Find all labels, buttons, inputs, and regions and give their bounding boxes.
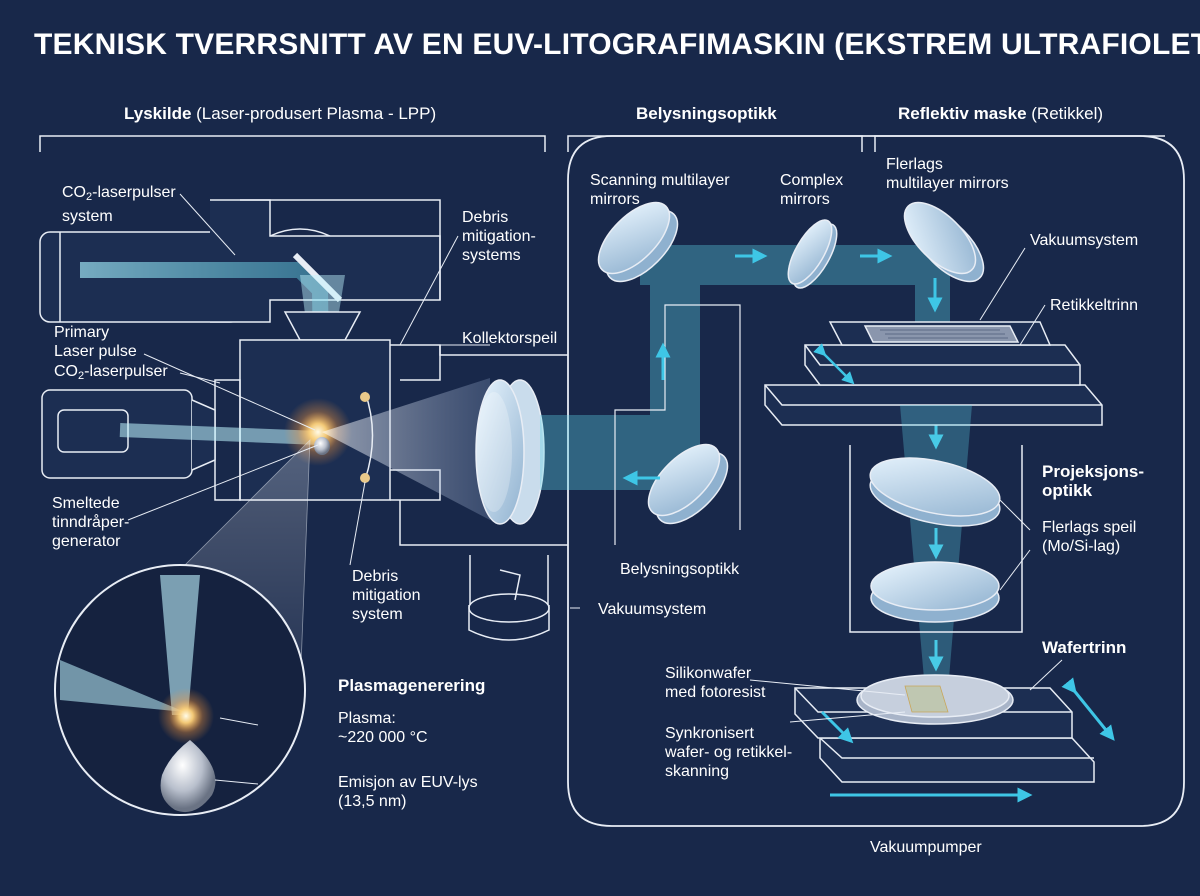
co2-pulser-text-b: -laserpulser <box>84 363 168 380</box>
projection-mirror-lower <box>870 561 1000 623</box>
label-emission: Emisjon av EUV-lys (13,5 nm) <box>338 773 478 811</box>
fold-mirror <box>292 252 343 303</box>
sync-line1: Synkronisert <box>665 725 754 742</box>
speil-line2: (Mo/Si-lag) <box>1042 538 1121 555</box>
scan-mirrors-line1: Scanning multilayer <box>590 172 730 189</box>
collector-mirror <box>475 379 545 525</box>
label-plasma-title: Plasmagenerering <box>338 676 486 695</box>
debris-bottom-line3: system <box>352 606 403 623</box>
silicon-line2: med fotoresist <box>665 684 766 701</box>
scan-mirror-bottom <box>647 443 729 525</box>
tin-line1: Smeltede <box>52 495 120 512</box>
plasma-line1: Plasma: <box>338 710 396 727</box>
label-primary: Primary Laser pulse <box>54 323 137 361</box>
page-title: TEKNISK TVERRSNITT AV EN EUV-LITOGRAFIMA… <box>34 28 1200 61</box>
label-sync-scan: Synkronisert wafer- og retikkel- skannin… <box>665 724 792 781</box>
co2-system-text-a: CO <box>62 184 86 201</box>
sync-line3: skanning <box>665 763 730 780</box>
source-pipes <box>399 345 568 641</box>
multilayer-mirror-top <box>903 201 985 283</box>
co2-pulser-housing <box>41 389 216 479</box>
multilayer-line2: multilayer mirrors <box>886 175 1009 192</box>
label-vacuum-top: Vakuumsystem <box>1030 232 1139 249</box>
optics-enclosure <box>567 135 1185 827</box>
euv-cone <box>322 378 490 520</box>
wafer-scan-arrows <box>820 677 1115 803</box>
section-header-light-source: Lyskilde (Laser-produsert Plasma - LPP) <box>124 104 436 124</box>
leader-lines-left <box>127 193 490 785</box>
tin-line2: tinndråper- <box>52 514 130 531</box>
co2-system-text-c: system <box>62 208 113 225</box>
label-co2-system: CO2-laserpulser system <box>62 183 176 226</box>
complex-line2: mirrors <box>780 191 830 208</box>
sync-line2: wafer- og retikkel- <box>665 744 793 761</box>
section-header-illumination: Belysningsoptikk <box>636 104 777 124</box>
scan-mirror-top <box>597 201 679 283</box>
label-co2-pulser: CO2-laserpulser <box>54 362 168 386</box>
label-illumination-bottom: Belysningsoptikk <box>620 561 740 578</box>
beam-arrows <box>622 248 944 672</box>
section-header-illumination-bold: Belysningsoptikk <box>636 104 777 123</box>
primary-line2: Laser pulse <box>54 343 137 360</box>
label-tin-generator: Smeltede tinndråper- generator <box>52 494 129 551</box>
section-header-light-source-rest: (Laser-produsert Plasma - LPP) <box>196 104 437 123</box>
leader-lines-right <box>570 247 1063 723</box>
debris-unit-top <box>360 392 370 402</box>
co2-system-text-b: -laserpulser <box>92 184 176 201</box>
label-reticle-stage: Retikkeltrinn <box>1050 297 1139 314</box>
section-header-light-source-bold: Lyskilde <box>124 104 192 123</box>
reticle-stage <box>764 321 1103 426</box>
label-debris-top: Debris mitigation- systems <box>462 208 536 265</box>
debris-top-line3: systems <box>462 247 521 264</box>
emission-line2: (13,5 nm) <box>338 793 407 810</box>
tin-droplet <box>314 437 330 455</box>
debris-unit-bottom <box>360 473 370 483</box>
debris-bottom-line1: Debris <box>352 568 399 585</box>
label-silicon-wafer: Silikonwafer med fotoresist <box>665 664 765 702</box>
debris-top-line2: mitigation- <box>462 228 536 245</box>
projection-frame <box>849 445 1023 633</box>
label-multilayer-mirrors: Flerlags multilayer mirrors <box>886 155 1009 193</box>
label-debris-bottom: Debris mitigation system <box>352 567 420 624</box>
illumination-beams <box>540 245 950 490</box>
scan-mirrors-line2: mirrors <box>590 191 640 208</box>
complex-mirror <box>787 219 838 289</box>
debris-bottom-line2: mitigation <box>352 587 421 604</box>
plasma-line2: ~220 000 °C <box>338 729 428 746</box>
primary-line1: Primary <box>54 324 110 341</box>
projection-line2: optikk <box>1042 481 1093 500</box>
projection-beam <box>900 405 972 690</box>
section-header-mask: Reflektiv maske (Retikkel) <box>898 104 1103 124</box>
label-projection-optics: Projeksjons- optikk <box>1042 462 1144 500</box>
label-vacuum-bottom: Vakuumsystem <box>598 601 707 618</box>
plasma-zoom <box>54 438 311 816</box>
label-scan-mirrors: Scanning multilayer mirrors <box>590 171 730 209</box>
section-header-mask-bold: Reflektiv maske <box>898 104 1027 123</box>
wafer-stage <box>794 674 1095 783</box>
projection-mirror-upper <box>869 457 1001 527</box>
co2-system-subscript: 2 <box>86 191 93 203</box>
reticle-scan-arrows <box>813 343 855 385</box>
silicon-line1: Silikonwafer <box>665 665 752 682</box>
speil-line1: Flerlags speil <box>1042 519 1137 536</box>
tin-line3: generator <box>52 533 121 550</box>
section-header-mask-rest: (Retikkel) <box>1031 104 1104 123</box>
label-collector: Kollektorspeil <box>462 330 558 347</box>
complex-line1: Complex <box>780 172 844 189</box>
multilayer-line1: Flerlags <box>886 156 943 173</box>
beam-outlines <box>614 304 741 545</box>
co2-pulser-subscript: 2 <box>78 370 85 382</box>
label-multilayer-speil: Flerlags speil (Mo/Si-lag) <box>1042 518 1136 556</box>
emission-line1: Emisjon av EUV-lys <box>338 774 478 791</box>
section-brackets <box>39 135 1165 152</box>
label-wafer-stage: Wafertrinn <box>1042 638 1127 657</box>
co2-pulser-text-a: CO <box>54 363 78 380</box>
label-complex-mirrors: Complex mirrors <box>780 171 843 209</box>
label-vacuum-pumps: Vakuumpumper <box>870 839 982 856</box>
projection-line1: Projeksjons- <box>1042 462 1145 481</box>
label-plasma: Plasma: ~220 000 °C <box>338 709 428 747</box>
debris-top-line1: Debris <box>462 209 509 226</box>
